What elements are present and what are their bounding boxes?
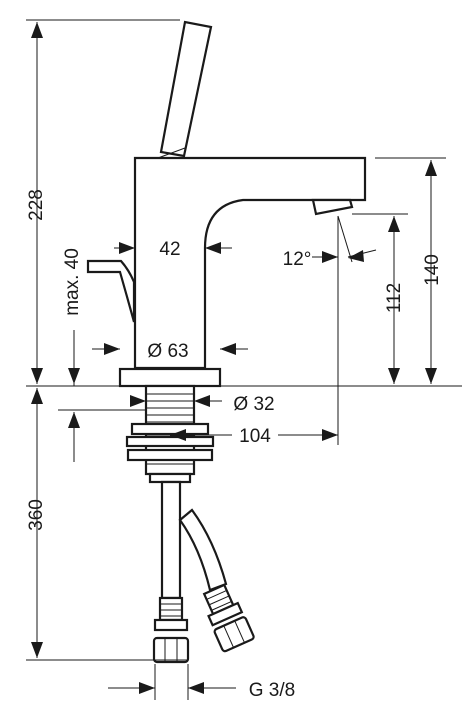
washer-bottom — [126, 448, 214, 462]
supply-hoses — [152, 480, 255, 664]
label-projection: 104 — [239, 426, 271, 447]
aerator — [311, 198, 354, 216]
label-spout-height: 112 — [384, 283, 405, 313]
fixing-plate — [130, 422, 210, 436]
base-plate — [118, 367, 222, 388]
lever-pivot — [157, 147, 186, 159]
label-hose-length: 360 — [26, 499, 47, 531]
label-base-diameter: Ø 63 — [147, 341, 188, 362]
faucet-outline — [86, 20, 367, 388]
hose-bent — [178, 508, 228, 592]
label-body-width: 42 — [159, 239, 180, 260]
side-lever — [86, 259, 136, 323]
shank-assembly — [125, 384, 215, 484]
washer-top — [125, 435, 215, 448]
hose-straight-ferrule — [158, 596, 184, 622]
dimension-labels: 228 360 max. 40 42 12° 112 140 Ø 63 Ø 32… — [26, 189, 443, 701]
faucet-body — [133, 156, 367, 370]
hose-straight-collar — [153, 618, 189, 632]
label-max-lever: max. 40 — [62, 248, 83, 316]
label-total-height: 228 — [26, 189, 47, 221]
label-shank-diameter: Ø 32 — [233, 394, 274, 415]
label-angle: 12° — [283, 249, 312, 270]
label-outlet-height: 140 — [422, 254, 443, 286]
hose-straight — [160, 480, 182, 600]
hose-straight-nut — [152, 636, 190, 664]
hose-bent-nut — [213, 616, 255, 653]
label-thread: G 3/8 — [249, 680, 295, 701]
dimension-lines — [26, 19, 462, 700]
shank-nut — [148, 472, 192, 484]
lever-handle — [159, 20, 213, 158]
